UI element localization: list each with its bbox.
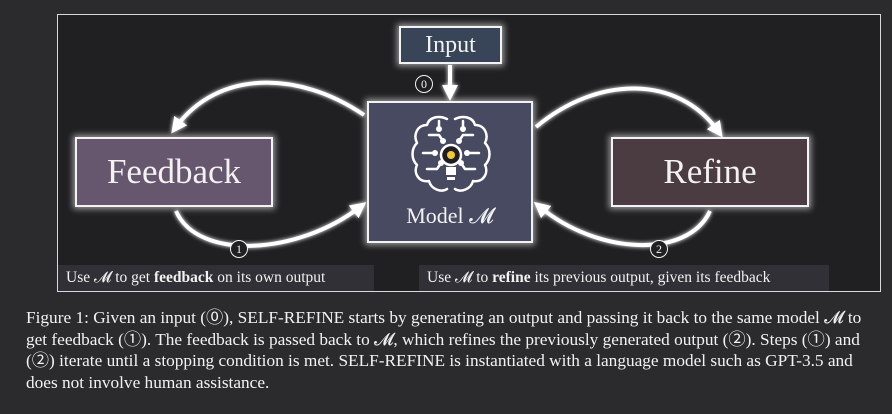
model-to-refine-arrow — [534, 86, 723, 138]
figure-caption-text: Figure 1: Given an input (⓪), SELF-REFIN… — [26, 308, 862, 392]
step-2-badge: 2 — [650, 240, 668, 258]
caption-left-pre: Use 𝓜 to get — [66, 269, 154, 286]
step-0-badge: 0 — [415, 75, 433, 93]
refine-to-model-arrow — [533, 201, 712, 248]
input-box: Input — [399, 26, 502, 64]
caption-right-post: its previous output, given its feedback — [530, 269, 771, 286]
caption-right-pre: Use 𝓜 to — [427, 269, 493, 286]
refine-step-caption: Use 𝓜 to refine its previous output, giv… — [419, 265, 829, 291]
model-label: Model 𝓜 — [406, 203, 494, 228]
self-refine-diagram: Input — [57, 14, 881, 292]
figure-caption: Figure 1: Given an input (⓪), SELF-REFIN… — [26, 307, 874, 393]
feedback-box: Feedback — [75, 137, 273, 207]
caption-left-bold: feedback — [153, 269, 214, 286]
feedback-step-caption: Use 𝓜 to get feedback on its own output — [58, 265, 374, 291]
input-label: Input — [425, 31, 476, 58]
step-1-badge: 1 — [230, 240, 248, 258]
caption-left-post: on its own output — [213, 269, 326, 286]
feedback-label: Feedback — [106, 152, 242, 191]
feedback-to-model-arrow — [174, 202, 367, 248]
model-box: Model 𝓜 — [367, 101, 533, 243]
caption-right-bold: refine — [492, 269, 531, 286]
refine-label: Refine — [663, 152, 757, 191]
diagram-arrows — [171, 65, 723, 248]
refine-box: Refine — [611, 137, 809, 207]
brain-circuit-icon — [411, 115, 491, 192]
model-to-feedback-arrow — [171, 80, 366, 134]
